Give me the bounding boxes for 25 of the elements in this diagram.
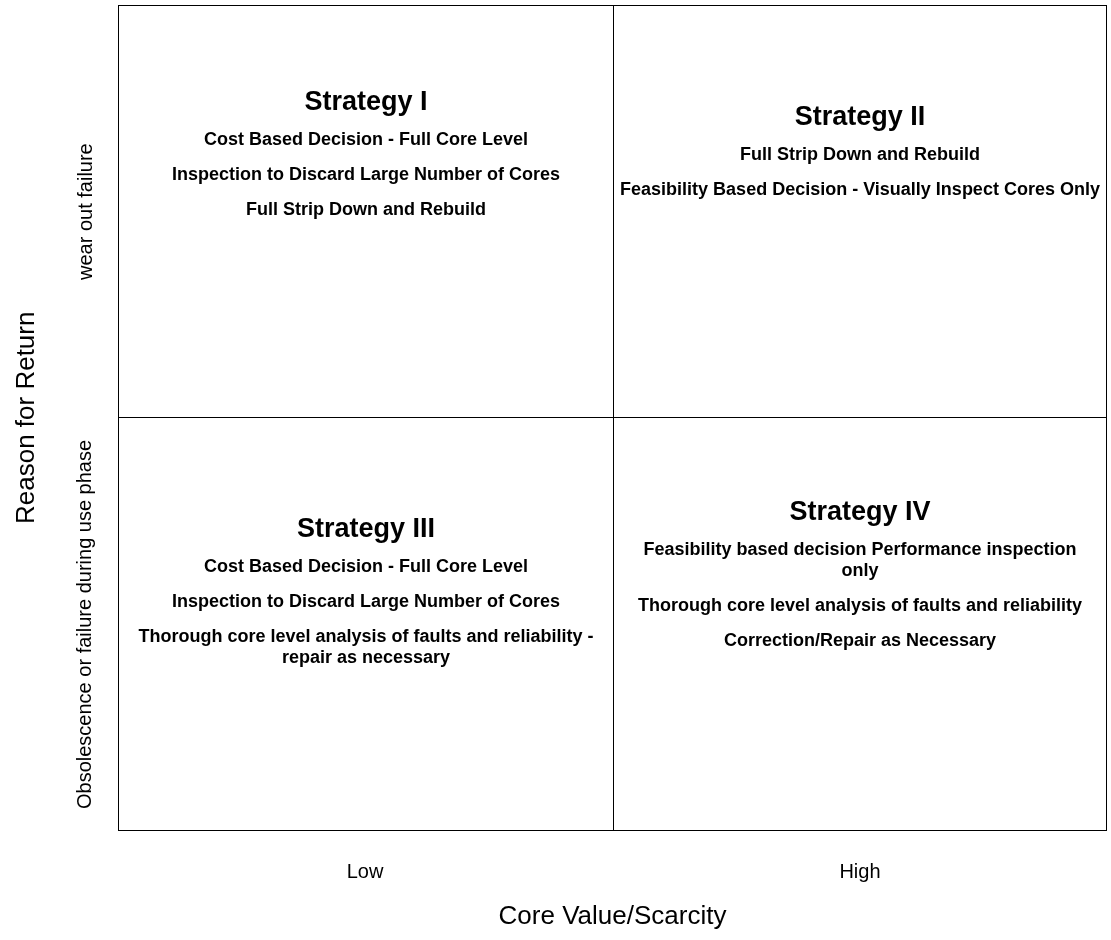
axis-title: Core Value/Scarcity (497, 900, 728, 931)
strategy-text: Inspection to Discard Large Number of Cores (171, 591, 561, 612)
quadrant-cell (118, 417, 614, 831)
strategy-heading: Strategy I (304, 86, 428, 117)
strategy-text: Inspection to Discard Large Number of Cores (171, 164, 561, 185)
strategy-text: Thorough core level analysis of faults and reliability - repair as necessary (137, 626, 595, 668)
strategy-text: Feasibility based decision Performance inspection only (642, 539, 1078, 581)
strategy-text: Feasibility Based Decision - Visually Inspect Cores Only (620, 179, 1100, 200)
quadrant-cell (613, 417, 1107, 831)
axis-title: Reason for Return (8, 310, 41, 527)
strategy-heading: Strategy III (296, 513, 435, 544)
strategy-text: Correction/Repair as Necessary (723, 630, 997, 651)
strategy-text: Full Strip Down and Rebuild (246, 199, 486, 220)
strategy-text: Cost Based Decision - Full Core Level (203, 556, 529, 577)
strategy-heading: Strategy II (794, 101, 926, 132)
axis-tick-label: Low (345, 860, 385, 883)
strategy-text: Full Strip Down and Rebuild (740, 144, 980, 165)
strategy-heading: Strategy IV (789, 496, 931, 527)
axis-tick-label: wear out failure (72, 142, 97, 282)
axis-tick-label: Obsolescence or failure during use phase (71, 438, 96, 811)
strategy-text: Cost Based Decision - Full Core Level (203, 129, 529, 150)
axis-tick-label: High (838, 860, 882, 883)
quadrant-cell (118, 5, 614, 418)
quadrant-cell (613, 5, 1107, 418)
strategy-text: Thorough core level analysis of faults and reliability (637, 595, 1083, 616)
